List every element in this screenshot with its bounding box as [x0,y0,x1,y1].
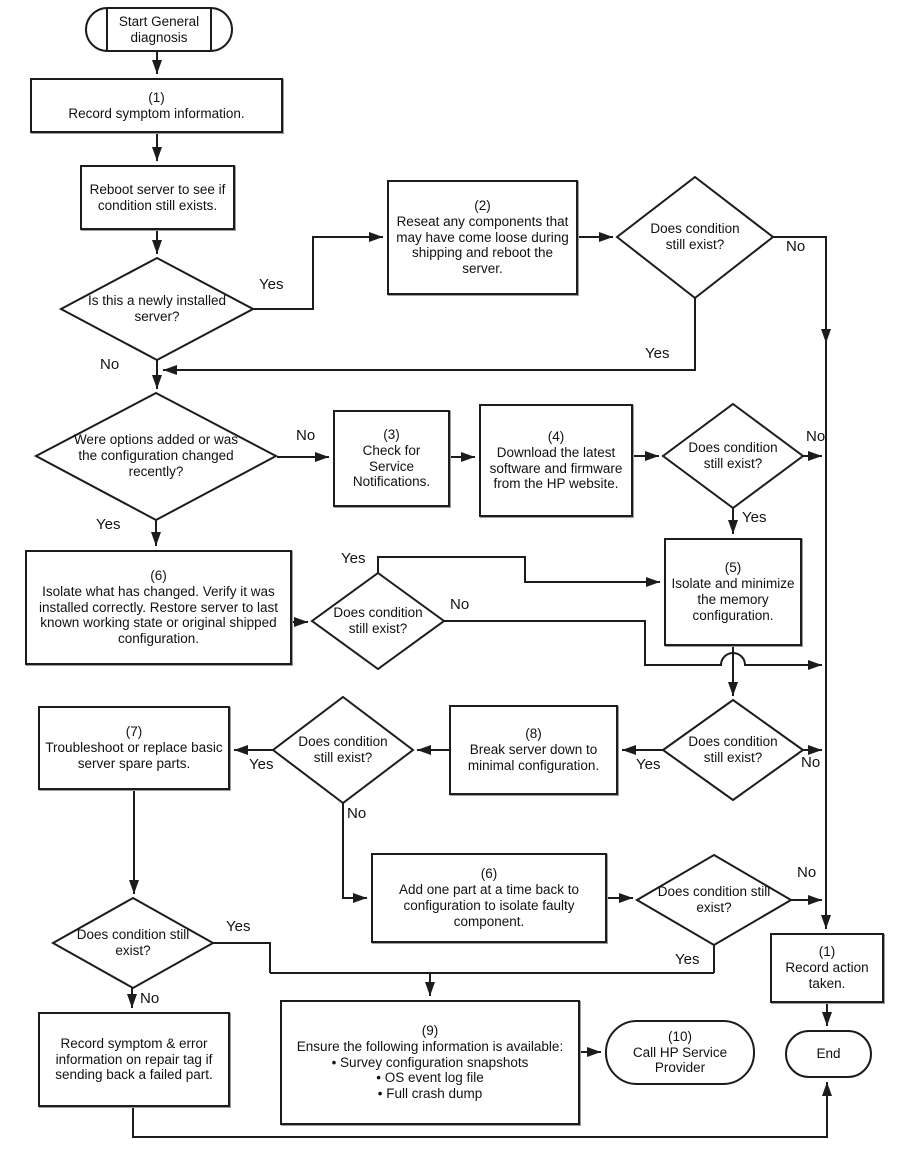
options-changed-diamond [33,391,279,522]
branch-label-yes: Yes [675,951,700,968]
condition-exists-question-1: Does condition still exist? [650,220,740,252]
branch-label-yes: Yes [341,550,366,567]
bullet-item: • Full crash dump [377,1086,483,1102]
record-symptom-box: (1) Record symptom information. [30,78,283,133]
node-text: Record symptom information. [68,105,245,121]
step-number: (8) [525,726,542,742]
node-text: Add one part at a time back to configura… [398,882,580,929]
step-number: (9) [421,1022,439,1038]
step-number: (5) [724,560,742,576]
record-action-taken-box: (1) Record action taken. [770,933,884,1003]
options-changed-question: Were options added or was the configurat… [73,431,239,480]
step-number: (1) [148,89,165,105]
node-text: Check for Service Notifications. [352,442,431,490]
branch-label-no: No [797,864,817,881]
condition-exists-diamond-4 [271,695,415,805]
node-text: Reseat any components that may have come… [396,213,569,277]
break-server-down-box: (8) Break server down to minimal configu… [449,705,618,795]
step-number: (2) [474,197,491,213]
end-terminal: End [785,1030,872,1078]
node-text: Troubleshoot or replace basic server spa… [45,740,223,771]
branch-label-no: No [296,427,316,444]
condition-exists-question-5: Does condition still exist? [688,733,778,765]
node-text: Record symptom & error information on re… [55,1035,213,1083]
check-service-notifications-box: (3) Check for Service Notifications. [333,410,450,507]
condition-exists-diamond-7 [50,896,216,990]
newly-installed-question: Is this a newly installed server? [87,292,227,324]
branch-label-no: No [450,596,470,613]
node-text: Download the latest software and firmwar… [489,444,623,492]
condition-exists-question-2: Does condition still exist? [688,439,778,471]
connector-lines [127,52,832,1138]
node-text: End [816,1046,841,1062]
step-number: (6) [480,866,498,882]
branch-label-no: No [786,238,806,255]
condition-exists-question-4: Does condition still exist? [298,733,388,765]
branch-label-yes: Yes [259,276,284,293]
condition-exists-diamond-2 [661,402,805,510]
decision-diamonds [33,175,805,990]
step-number: (10) [667,1028,692,1044]
branch-label-yes: Yes [645,345,670,362]
reseat-components-box: (2) Reseat any components that may have … [387,180,578,295]
condition-exists-diamond-5 [661,698,805,802]
node-text: Reboot server to see if condition still … [89,181,226,213]
branch-label-yes: Yes [742,509,767,526]
node-text: Call HP Service Provider [632,1044,728,1076]
step-number: (7) [125,724,143,740]
download-software-box: (4) Download the latest software and fir… [479,404,633,517]
branch-label-no: No [140,990,160,1007]
call-hp-service-terminal: (10) Call HP Service Provider [605,1020,755,1085]
isolate-minimize-memory-box: (5) Isolate and minimize the memory conf… [664,538,802,646]
bullet-item: • Survey configuration snapshots [331,1054,529,1070]
node-text: Isolate what has changed. Verify it was … [38,583,279,647]
newly-installed-diamond [58,256,256,362]
start-terminal: Start General diagnosis [85,7,233,52]
ensure-information-box: (9) Ensure the following information is … [280,1000,580,1125]
node-text: Ensure the following information is avai… [296,1038,564,1054]
isolate-what-changed-box: (6) Isolate what has changed. Verify it … [25,550,292,665]
add-one-part-box: (6) Add one part at a time back to confi… [371,853,607,943]
branch-label-yes: Yes [226,918,251,935]
condition-exists-question-7: Does condition still exist? [76,926,190,958]
reboot-server-box: Reboot server to see if condition still … [80,165,235,230]
step-number: (3) [383,426,400,442]
condition-exists-diamond-1 [615,175,775,300]
branch-label-no: No [100,356,120,373]
branch-label-no: No [806,428,826,445]
step-number: (6) [150,567,167,583]
branch-label-yes: Yes [249,756,274,773]
bullet-item: • OS event log file [376,1070,484,1086]
node-text: Isolate and minimize the memory configur… [671,576,795,623]
condition-exists-diamond-6 [635,853,793,947]
node-text: Start General diagnosis [118,13,200,45]
branch-label-no: No [347,805,367,822]
branch-label-no: No [801,754,821,771]
step-number: (4) [547,428,565,444]
troubleshoot-spare-parts-box: (7) Troubleshoot or replace basic server… [38,706,230,790]
record-symptom-error-box: Record symptom & error information on re… [38,1012,230,1107]
node-text: Break server down to minimal configurati… [467,742,600,773]
branch-label-yes: Yes [636,756,661,773]
branch-label-yes: Yes [96,516,121,533]
step-number: (1) [818,944,836,960]
condition-exists-diamond-3 [310,571,446,671]
condition-exists-question-3: Does condition still exist? [333,604,423,636]
condition-exists-question-6: Does condition still exist? [657,883,771,915]
node-text: Record action taken. [785,960,869,991]
